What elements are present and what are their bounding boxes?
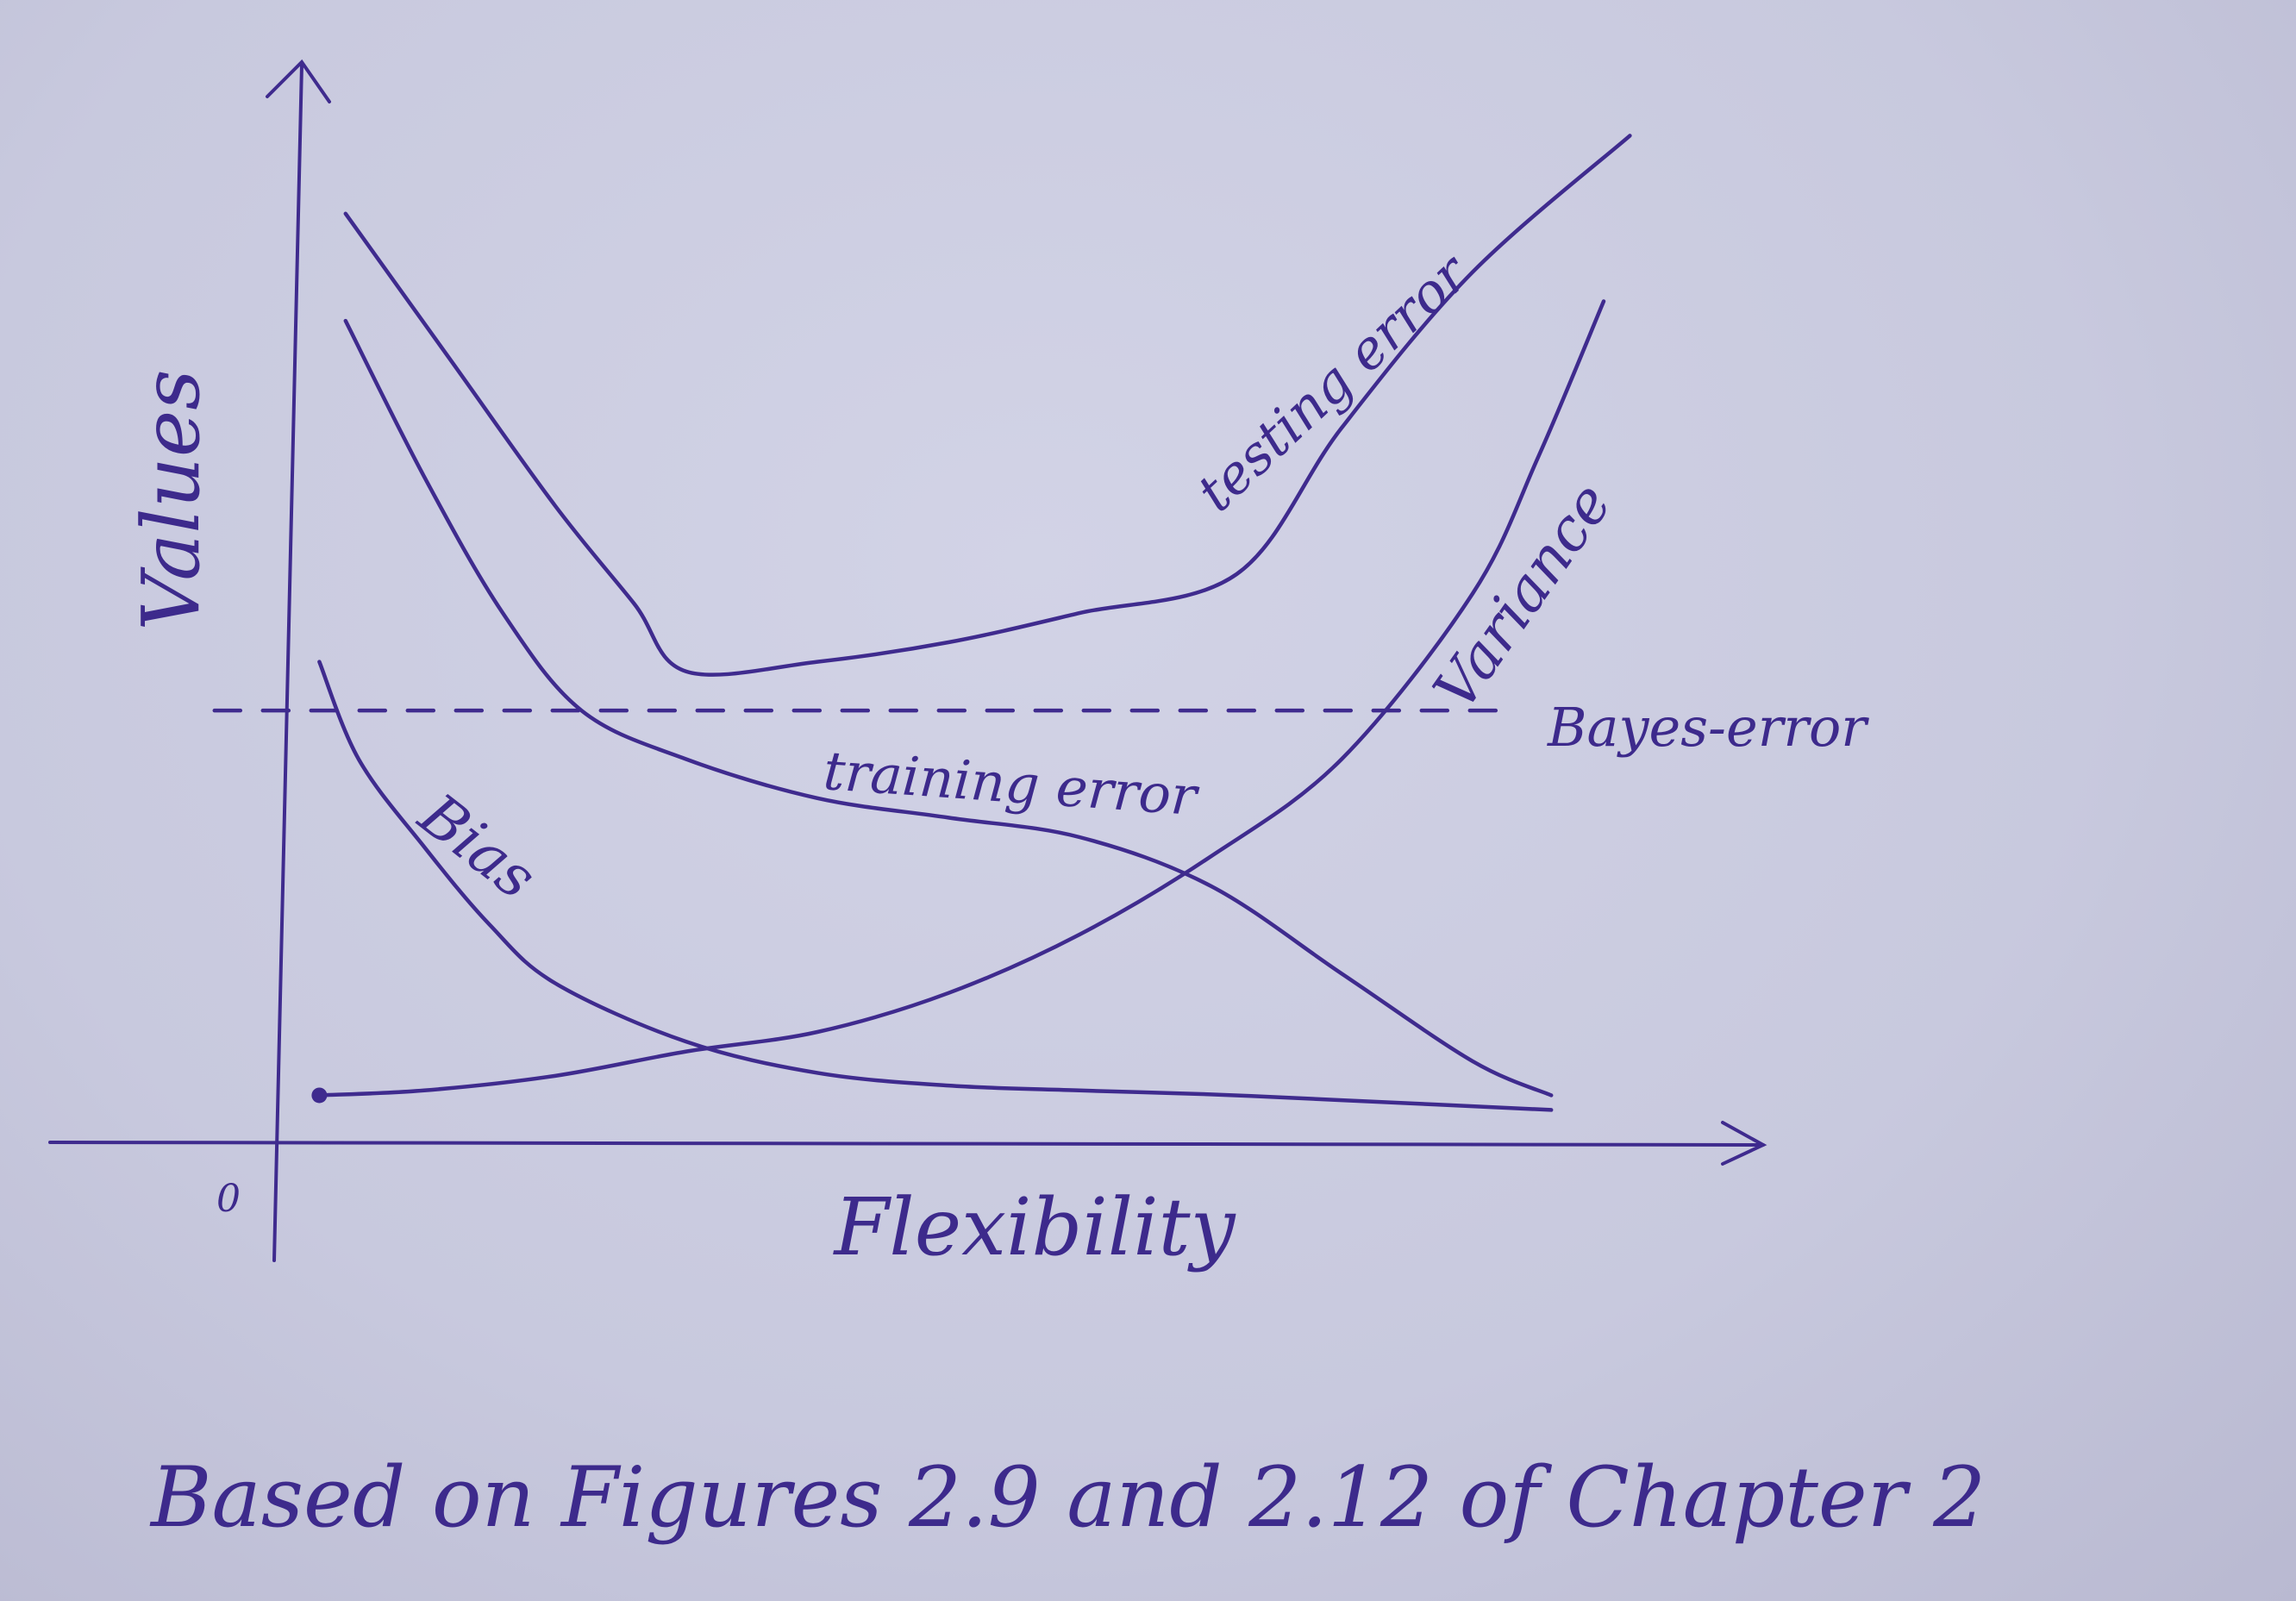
variance-start-dot [311, 1087, 328, 1104]
x-axis [48, 1141, 1765, 1147]
y-axis-arrow [266, 59, 331, 103]
series-label-training-error: training error [822, 739, 1202, 828]
y-axis [272, 63, 303, 1262]
series-line-variance [317, 299, 1606, 1098]
series-layer [212, 134, 1632, 1112]
series-label-layer: testing error training error Bias VarianceB… [405, 241, 1869, 913]
x-axis-arrow [1721, 1121, 1767, 1166]
series-line-testing-error [343, 134, 1632, 677]
y-axis-label: Values [125, 369, 217, 630]
series-label-testing-error: testing error [1185, 241, 1482, 524]
x-axis-label: Flexibility [832, 1181, 1236, 1273]
series-line-bias [317, 660, 1554, 1112]
series-label-bayes-error: Bayes-error [1547, 696, 1869, 759]
series-line-training-error [343, 318, 1554, 1098]
origin-label: 0 [216, 1177, 241, 1221]
series-label-variance: Variance [1421, 471, 1625, 722]
series-label-bias: Bias [405, 780, 548, 913]
caption: Based on Figures 2.9 and 2.12 of Chapter… [149, 1449, 1986, 1546]
